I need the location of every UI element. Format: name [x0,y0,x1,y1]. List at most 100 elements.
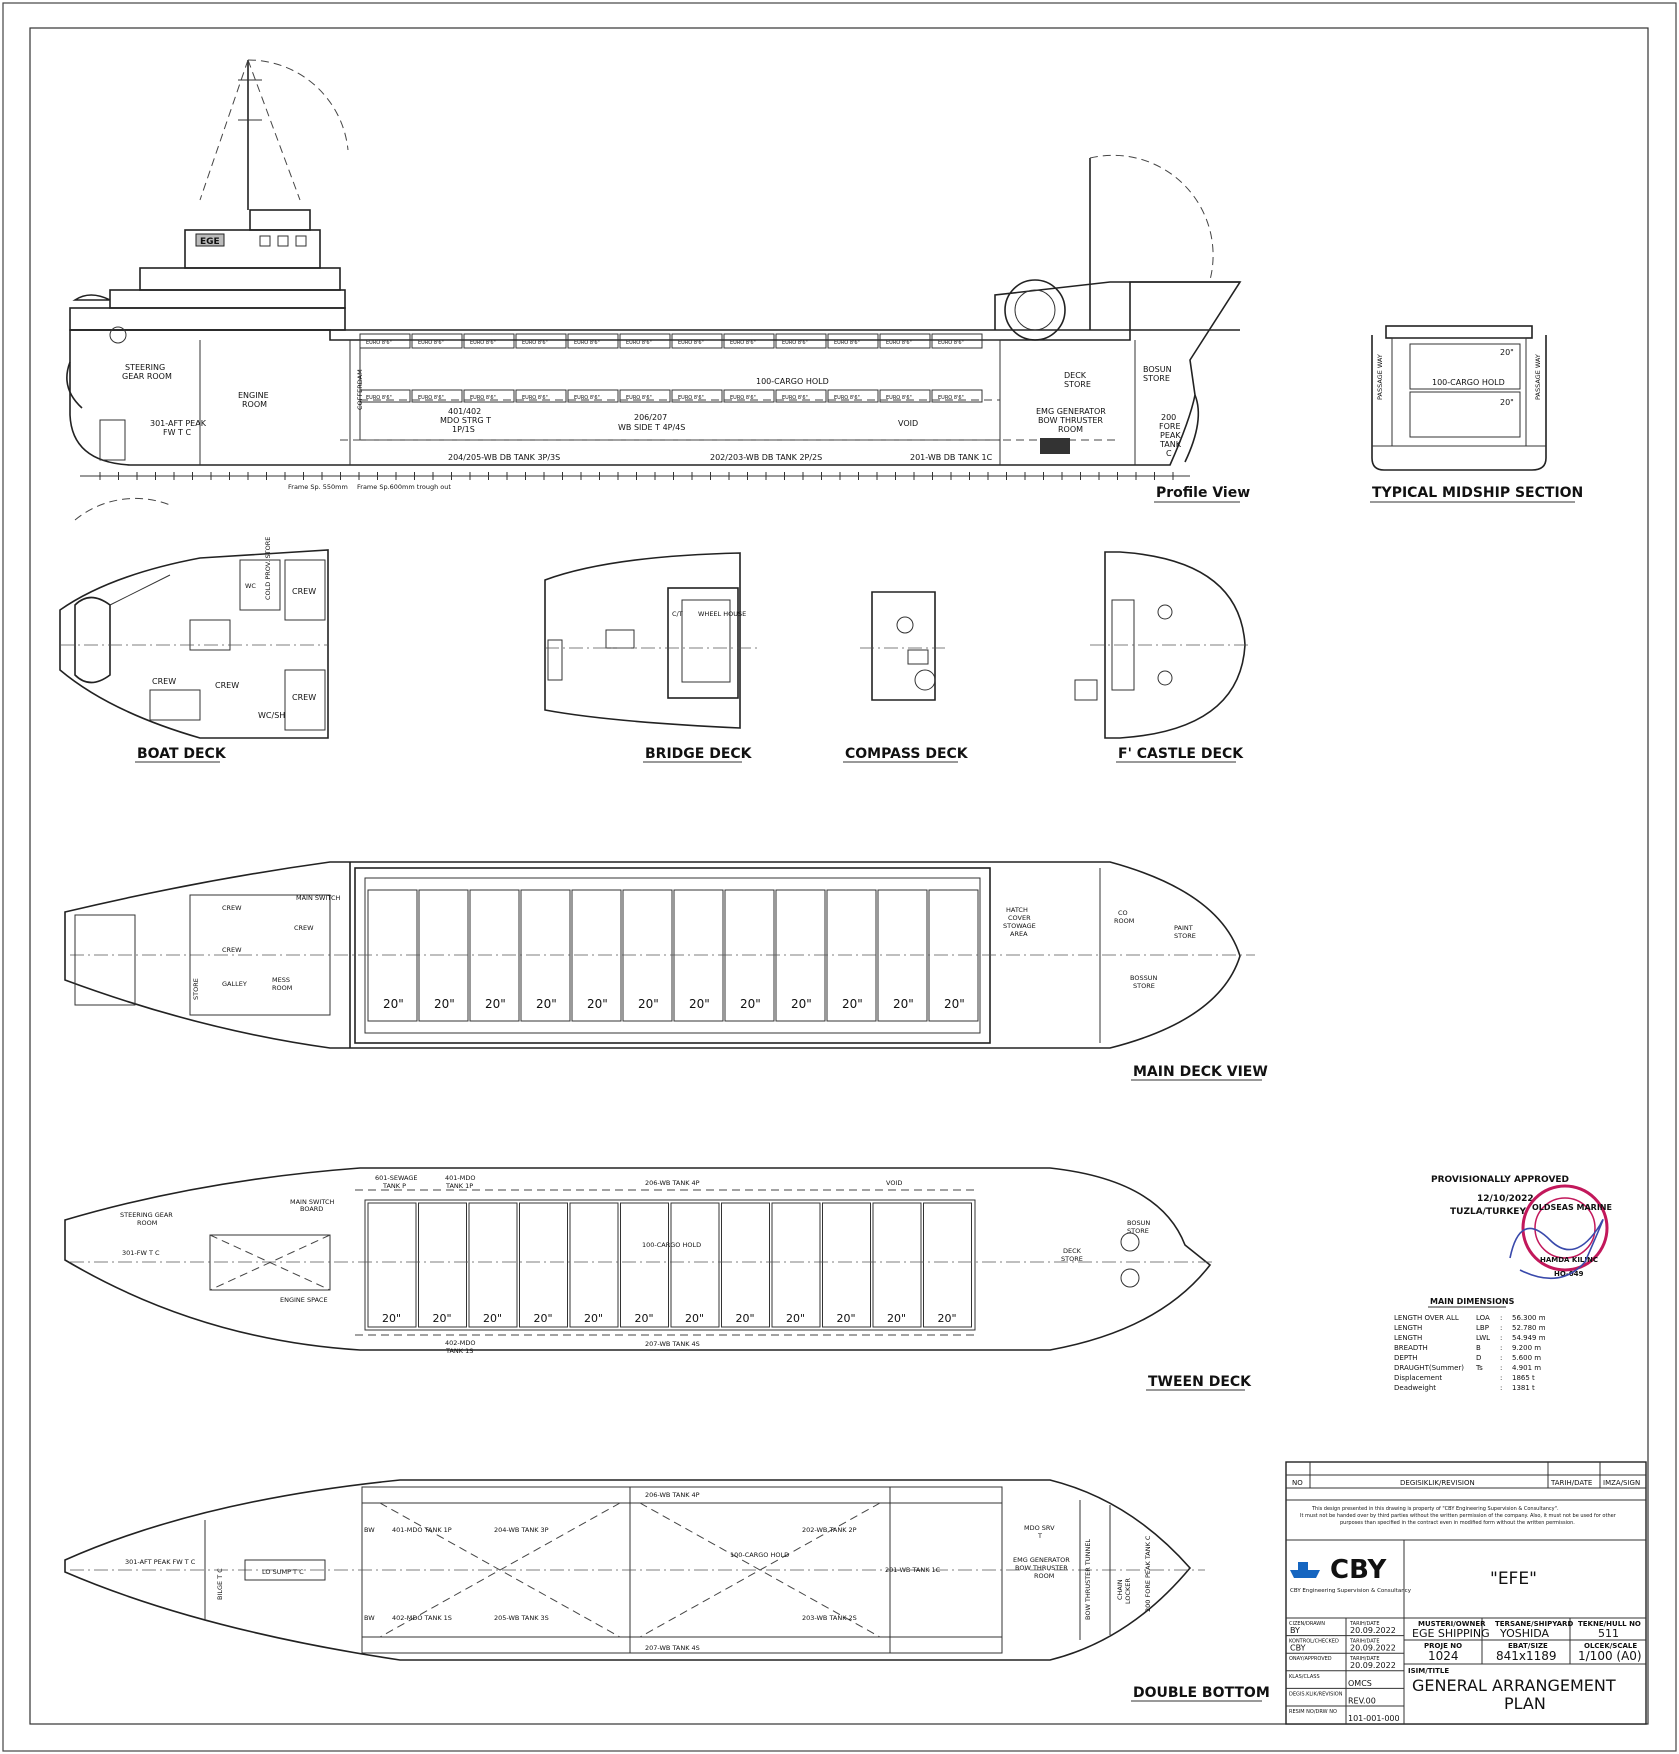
bosun-store-label: STORE [1143,374,1170,383]
bw-label: BW [364,1614,375,1622]
drawing-title: GENERAL ARRANGEMENT [1412,1676,1616,1695]
hold-container [515,389,567,403]
bow-bulb [1184,394,1200,463]
lifeboat [74,596,111,684]
scale-label: OLCEK/SCALE [1584,1642,1637,1650]
window [259,235,271,247]
notice-line: purposes than specified in the contract … [1340,1520,1575,1526]
dimension-label: LENGTH [1394,1334,1422,1342]
container-label: EURO 8'6" [366,340,392,346]
meta-value: BY [1290,1626,1300,1635]
wcsh-label: WC/SH [258,711,285,720]
wb-tank-label: 204-WB TANK 3P [494,1526,549,1534]
wb-tank-label: 207-WB TANK 4S [645,1644,700,1652]
proje-label: PROJE NO [1424,1642,1462,1650]
main-dimensions-title: MAIN DIMENSIONS [1430,1297,1515,1306]
store-room [239,559,281,611]
engine-room-label: ROOM [242,400,267,409]
hatch-stowage-label: COVER [1008,914,1031,922]
container-size-label: 20" [587,997,608,1011]
meta-date: 20.09.2022 [1350,1626,1396,1635]
wb-tank-label: 201-WB TANK 1C [885,1566,941,1574]
notice-line: This design presented in this drawing is… [1311,1506,1559,1512]
fcastle-title: F' CASTLE DECK [1118,746,1244,762]
deck-container [411,333,463,349]
hold-container [463,389,515,403]
mooring-bitt [1157,604,1173,620]
steering-gear-label: ROOM [137,1219,157,1227]
approval-stamp-inner [1534,1197,1596,1259]
switchboard-label: BOARD [300,1205,323,1213]
wb-side-label: WB SIDE T 4P/4S [618,423,685,432]
fore-peak-label: 200 [1161,413,1176,422]
hold-container [775,389,827,403]
tween-containers: 20"20"20"20"20"20"20"20"20"20"20"20" [367,1202,972,1328]
dimension-label: DRAUGHT(Summer) [1394,1364,1464,1372]
bridge-deck: WHEEL HOUSE C/T BRIDGE DECK [544,552,760,763]
profile-hull [69,281,1242,466]
hatch-container [673,889,724,1022]
bridge-store [605,629,635,649]
container-size-label: 20" [434,997,455,1011]
dimension-symbol: B [1476,1344,1481,1352]
dimension-value: 1381 t [1512,1384,1535,1392]
mdo-tank-label: 402-MDO TANK 1S [392,1614,452,1622]
mooring-bitt [1157,670,1173,686]
aft-peak-label: 301-AFT PEAK [150,419,207,428]
engine-space-label: ENGINE SPACE [280,1296,328,1304]
dimension-value: 52.780 m [1512,1324,1546,1332]
emg-gen-label: EMG GENERATOR [1013,1556,1070,1564]
container-label: EURO 8'6" [782,340,808,346]
tween-container [923,1202,972,1328]
hatch-container [367,889,418,1022]
ship-logo-icon [1290,1570,1320,1578]
hatch-cover [1385,325,1533,339]
container-label: EURO 8'6" [470,395,496,401]
meta-date-label: TARIH/DATE [1349,1621,1380,1627]
cofferdam-label: COFFERDAM [356,369,364,410]
window [295,235,307,247]
db-tank-label: 204/205-WB DB TANK 3P/3S [448,453,560,462]
container-size-label: 20" [638,997,659,1011]
fcastle-deck: F' CASTLE DECK [1074,551,1250,763]
hull-value: 511 [1598,1627,1619,1640]
emg-gen-label: EMG GENERATOR [1036,407,1106,416]
dimension-value: 54.949 m [1512,1334,1546,1342]
container-size-label: 20" [483,1312,502,1325]
meta-value: OMCS [1348,1679,1372,1688]
rescue-boat [72,294,111,301]
container-label: EURO 8'6" [418,340,444,346]
container-label: EURO 8'6" [938,395,964,401]
cold-prov-label: COLD PROV. STORE [264,537,272,600]
crew-label: CREW [294,924,314,932]
container-label: EURO 8'6" [886,340,912,346]
fw-tank-label: 301-FW T C [122,1249,160,1257]
stamp-text: OLDSEAS MARINE [1532,1203,1612,1212]
hold-container [411,389,463,403]
compass-deck-outline [871,591,936,701]
container-label: EURO 8'6" [782,395,808,401]
emg-gen-label: ROOM [1058,425,1083,434]
mdo-srv-label: MDO SRV [1024,1524,1055,1532]
container-label: EURO 8'6" [730,395,756,401]
profile-view-title: Profile View [1156,485,1250,501]
dimension-symbol: Ts [1475,1364,1483,1372]
crew-label: CREW [292,693,316,702]
container-size-label: 20" [382,1312,401,1325]
steering-gear-label: STEERING [125,363,165,372]
dimension-label: DEPTH [1394,1354,1418,1362]
deck-container [723,333,775,349]
container-size-label: 20" [1500,398,1514,407]
container-label: EURO 8'6" [470,340,496,346]
meta-date: 20.09.2022 [1350,1644,1396,1653]
boat-deck: WC COLD PROV. STORE CREW CREW CREW CREW … [59,497,329,763]
deck-container [827,333,879,349]
void-label: VOID [886,1179,902,1187]
deck-container [463,333,515,349]
container-label: EURO 8'6" [678,340,704,346]
crew-cabin [284,669,326,731]
deck-container [775,333,827,349]
